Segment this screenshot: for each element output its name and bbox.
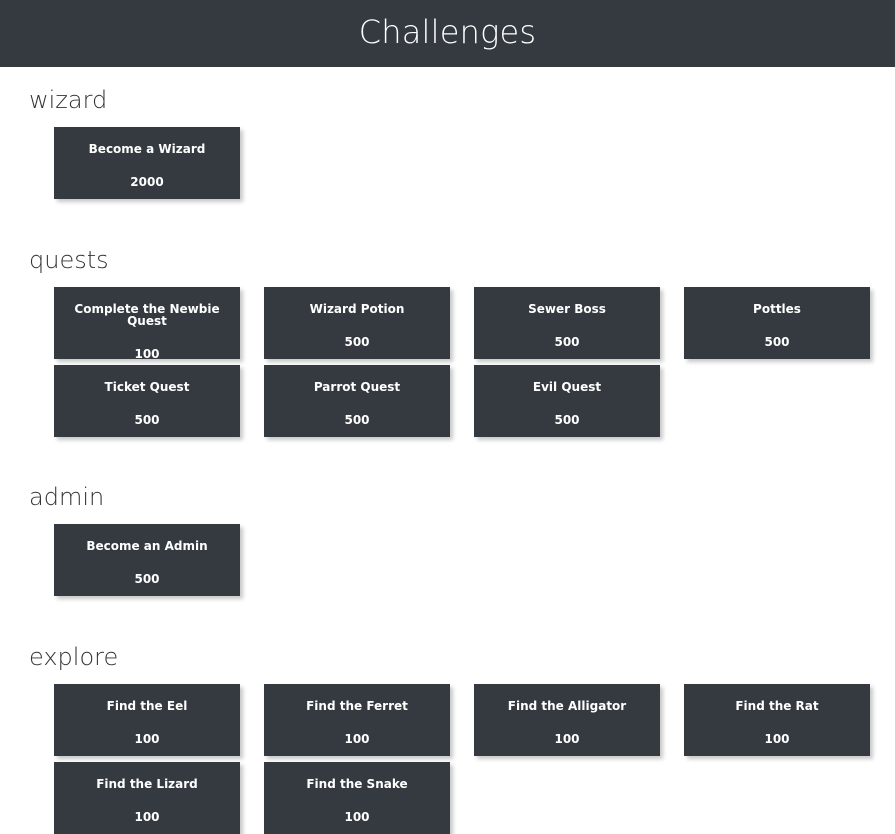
challenge-card[interactable]: Find the Snake 100 xyxy=(264,762,450,834)
card-grid-admin: Become an Admin 500 xyxy=(0,509,895,596)
challenge-card-value: 500 xyxy=(344,335,370,349)
challenge-card-value: 500 xyxy=(764,335,790,349)
challenge-card[interactable]: Become a Wizard 2000 xyxy=(54,127,240,199)
section-wizard: wizard Become a Wizard 2000 xyxy=(0,67,895,199)
page-title: Challenges xyxy=(358,12,537,51)
challenge-card-value: 100 xyxy=(554,732,580,746)
challenge-card[interactable]: Evil Quest 500 xyxy=(474,365,660,437)
challenge-card[interactable]: Become an Admin 500 xyxy=(54,524,240,596)
challenge-card-value: 100 xyxy=(134,732,160,746)
challenge-card-title: Ticket Quest xyxy=(104,380,190,394)
challenge-card[interactable]: Find the Eel 100 xyxy=(54,684,240,756)
challenge-card-title: Find the Rat xyxy=(735,699,819,713)
challenge-card[interactable]: Ticket Quest 500 xyxy=(54,365,240,437)
challenge-card-title: Find the Alligator xyxy=(507,699,627,713)
challenge-card[interactable]: Find the Rat 100 xyxy=(684,684,870,756)
challenge-card[interactable]: Find the Ferret 100 xyxy=(264,684,450,756)
section-heading-quests: quests xyxy=(29,246,109,274)
card-grid-quests: Complete the Newbie Quest 100 Wizard Pot… xyxy=(0,272,895,437)
app-header: Challenges xyxy=(0,0,895,67)
card-grid-wizard: Become a Wizard 2000 xyxy=(0,112,895,199)
challenge-card-title: Find the Ferret xyxy=(306,699,408,713)
challenge-card-title: Evil Quest xyxy=(532,380,602,394)
challenge-card-value: 500 xyxy=(134,572,160,586)
challenge-card-value: 500 xyxy=(344,413,370,427)
challenge-card-value: 100 xyxy=(764,732,790,746)
section-admin: admin Become an Admin 500 xyxy=(0,437,895,596)
challenge-card[interactable]: Parrot Quest 500 xyxy=(264,365,450,437)
challenge-card-title: Find the Eel xyxy=(106,699,188,713)
challenge-card-title: Complete the Newbie Quest xyxy=(74,302,220,328)
challenge-card-title: Become a Wizard xyxy=(88,142,206,156)
challenge-card-value: 500 xyxy=(554,335,580,349)
challenge-card-value: 500 xyxy=(554,413,580,427)
challenge-card-value: 2000 xyxy=(130,175,164,189)
challenge-card-value: 500 xyxy=(134,413,160,427)
card-grid-explore: Find the Eel 100 Find the Ferret 100 Fin… xyxy=(0,669,895,834)
section-heading-explore: explore xyxy=(29,643,119,671)
section-explore: explore Find the Eel 100 Find the Ferret… xyxy=(0,596,895,834)
section-quests: quests Complete the Newbie Quest 100 Wiz… xyxy=(0,199,895,437)
challenge-card-value: 100 xyxy=(134,810,160,824)
challenge-card-title: Wizard Potion xyxy=(309,302,405,316)
challenge-card-title: Pottles xyxy=(753,302,801,316)
challenge-card[interactable]: Find the Alligator 100 xyxy=(474,684,660,756)
challenge-card[interactable]: Wizard Potion 500 xyxy=(264,287,450,359)
challenge-card-title: Become an Admin xyxy=(86,539,208,553)
challenge-card-value: 100 xyxy=(344,810,370,824)
challenge-card-title: Parrot Quest xyxy=(313,380,401,394)
challenges-content: wizard Become a Wizard 2000 quests Compl… xyxy=(0,67,895,834)
challenge-card[interactable]: Sewer Boss 500 xyxy=(474,287,660,359)
challenge-card[interactable]: Pottles 500 xyxy=(684,287,870,359)
challenge-card-value: 100 xyxy=(344,732,370,746)
challenge-card[interactable]: Find the Lizard 100 xyxy=(54,762,240,834)
challenge-card-title: Find the Snake xyxy=(306,777,408,791)
section-heading-admin: admin xyxy=(29,483,105,511)
challenge-card-value: 100 xyxy=(134,347,160,361)
challenge-card[interactable]: Complete the Newbie Quest 100 xyxy=(54,287,240,361)
section-heading-wizard: wizard xyxy=(29,86,108,114)
challenge-card-title: Find the Lizard xyxy=(96,777,198,791)
challenge-card-title: Sewer Boss xyxy=(528,302,606,316)
